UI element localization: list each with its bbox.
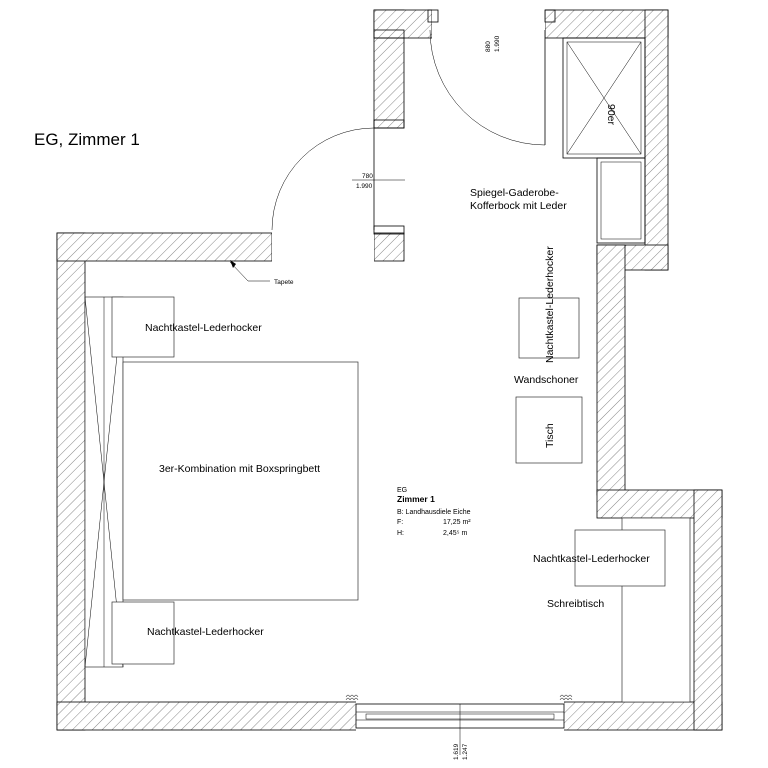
label-stool-top-left: Nachtkastel-Lederhocker	[145, 322, 262, 334]
door-top	[429, 29, 546, 146]
bed	[122, 361, 359, 601]
bathtub	[596, 157, 646, 244]
dim-door-left-height: 1.990	[356, 183, 373, 190]
dim-door-left-width: 780	[362, 173, 373, 180]
dim-window-height: 1.247	[462, 743, 469, 760]
room-info-covering: B: Landhausdiele Eiche	[397, 509, 471, 516]
wall-left	[56, 232, 86, 731]
label-wall-note: Tapete	[274, 279, 294, 286]
stool-top-left	[111, 296, 175, 358]
label-shower: 90er	[605, 104, 617, 126]
door-left	[271, 127, 375, 231]
label-table: Tisch	[544, 423, 556, 448]
room-info-area-value: 17,25 m²	[443, 519, 471, 526]
label-desk: Schreibtisch	[547, 598, 604, 610]
label-wardrobe-line2: Kofferbock mit Leder	[470, 200, 567, 212]
label-stool-desk: Nachtkastel-Lederhocker	[533, 553, 650, 565]
room-info-height-label: H:	[397, 530, 404, 537]
dim-door-top-width: 880	[485, 41, 492, 52]
room-info-room: Zimmer 1	[397, 494, 435, 504]
stool-bottom-left	[111, 601, 175, 665]
label-bed: 3er-Kombination mit Boxspringbett	[159, 463, 320, 475]
room-info-area-label: F:	[397, 519, 403, 526]
wall-note-arrow	[229, 260, 270, 282]
stool-right	[518, 297, 580, 359]
window-bottom	[355, 703, 565, 755]
table	[515, 396, 583, 464]
room-info-floor: EG	[397, 487, 407, 494]
shower	[562, 37, 646, 159]
room-info-height-value: 2,45⁵ m	[443, 530, 467, 537]
wall-top-middle	[373, 232, 405, 262]
desk	[574, 517, 691, 703]
label-wardrobe-line1: Spiegel-Gaderobe-	[470, 187, 559, 199]
wall-corridor-top-left	[373, 9, 433, 39]
dim-door-top-height: 1.990	[494, 35, 501, 52]
label-stool-bottom-left: Nachtkastel-Lederhocker	[147, 626, 264, 638]
label-stool-right: Nachtkastel-Lederhocker	[544, 246, 556, 363]
wall-right-upper	[644, 9, 669, 271]
room-info: EG Zimmer 1 B: Landhausdiele Eiche F: 17…	[397, 487, 471, 537]
radiator-symbols	[345, 694, 573, 701]
label-wall-protector: Wandschoner	[514, 374, 579, 386]
dim-window-width: 1.619	[453, 743, 460, 760]
wall-top-left	[56, 232, 273, 262]
plan-title: EG, Zimmer 1	[34, 130, 140, 149]
wall-right-lower	[693, 489, 723, 731]
wall-right-middle	[596, 244, 626, 496]
